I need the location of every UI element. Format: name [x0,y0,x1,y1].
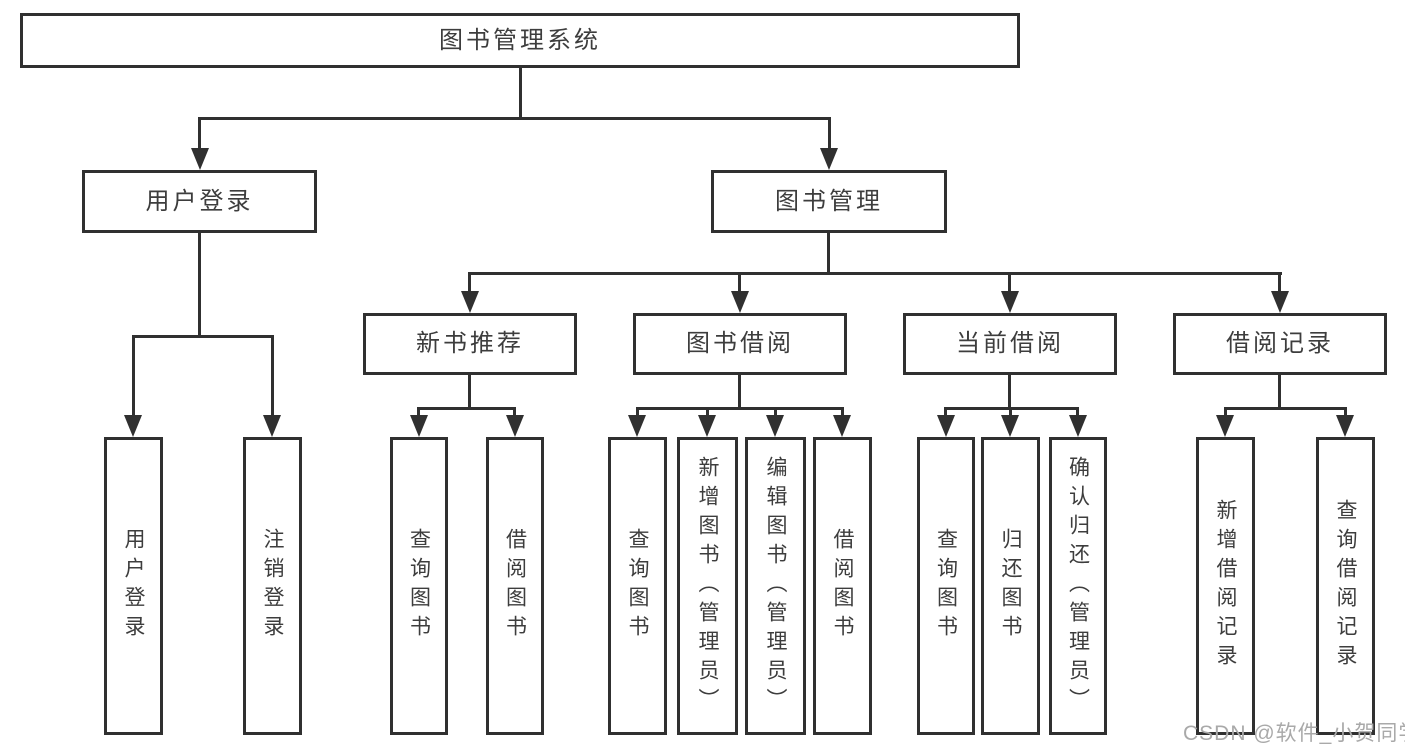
connector-user-login-stem [198,233,201,338]
leaf-borrow-query: 查询图书 [608,437,667,735]
connector-current-drop-1 [944,407,947,417]
node-current-borrow: 当前借阅 [903,313,1117,375]
connector-records-stem [1278,375,1281,409]
leaf-newbook-borrow: 借阅图书 [486,437,544,735]
leaf-records-add-label: 新增借阅记录 [1214,499,1238,673]
node-new-book-recommend: 新书推荐 [363,313,577,375]
leaf-borrow-add-admin: 新增图书（管理员） [677,437,738,735]
node-user-login-label: 用户登录 [145,187,254,215]
connector-current-drop-2 [1009,407,1012,417]
arrowhead-leaf-user-login [124,415,142,437]
arrowhead-book-mgmt [820,148,838,170]
leaf-borrow-borrow-label: 借阅图书 [831,528,855,644]
leaf-records-query: 查询借阅记录 [1316,437,1375,735]
connector-root-drop-left [198,117,201,150]
node-book-borrow-label: 图书借阅 [686,330,794,357]
node-root-label: 图书管理系统 [439,26,601,54]
node-borrow-records: 借阅记录 [1173,313,1387,375]
leaf-newbook-query: 查询图书 [390,437,448,735]
csdn-watermark: CSDN @软件_小贺同学 [1183,722,1405,745]
leaf-borrow-query-label: 查询图书 [626,528,650,644]
connector-book-borrow-drop-1 [636,407,639,417]
leaf-current-query: 查询图书 [917,437,975,735]
node-borrow-records-label: 借阅记录 [1226,330,1334,357]
leaf-newbook-borrow-label: 借阅图书 [503,528,527,644]
leaf-current-query-label: 查询图书 [934,528,958,644]
connector-new-book-rail [417,407,516,410]
leaf-borrow-edit-admin-label: 编辑图书（管理员） [764,455,788,717]
leaf-borrow-edit-admin: 编辑图书（管理员） [745,437,806,735]
connector-book-mgmt-drop-2 [738,272,741,293]
arrowhead-current-return [1001,415,1019,437]
connector-book-mgmt-drop-4 [1278,272,1281,293]
connector-book-borrow-drop-2 [706,407,709,417]
leaf-current-return: 归还图书 [981,437,1040,735]
node-book-mgmt: 图书管理 [711,170,947,233]
connector-new-book-stem [468,375,471,409]
arrowhead-current-borrow [1001,291,1019,313]
node-current-borrow-label: 当前借阅 [956,330,1064,357]
leaf-current-return-label: 归还图书 [999,528,1023,644]
connector-book-mgmt-drop-3 [1008,272,1011,293]
node-root-system: 图书管理系统 [20,13,1020,68]
connector-book-mgmt-rail [468,272,1282,275]
connector-new-book-drop-1 [417,407,420,417]
arrowhead-records-query [1336,415,1354,437]
connector-user-login-rail [132,335,274,338]
arrowhead-newbook-borrow [506,415,524,437]
connector-root-drop-right [828,117,831,150]
arrowhead-user-login [191,148,209,170]
leaf-current-confirm-admin-label: 确认归还（管理员） [1066,455,1090,717]
leaf-records-query-label: 查询借阅记录 [1334,499,1358,673]
connector-records-drop-2 [1344,407,1347,417]
arrowhead-book-borrow [731,291,749,313]
connector-book-borrow-drop-3 [774,407,777,417]
arrowhead-borrow-edit [766,415,784,437]
leaf-newbook-query-label: 查询图书 [407,528,431,644]
connector-root-stem [519,68,522,120]
arrowhead-current-query [937,415,955,437]
arrowhead-newbook-query [410,415,428,437]
arrowhead-borrow-add [698,415,716,437]
connector-user-login-drop-1 [132,335,135,417]
arrowhead-current-confirm [1069,415,1087,437]
node-book-mgmt-label: 图书管理 [775,187,883,215]
leaf-borrow-add-admin-label: 新增图书（管理员） [696,455,720,717]
arrowhead-borrow-records [1271,291,1289,313]
leaf-user-login: 用户登录 [104,437,163,735]
arrowhead-borrow-borrow [833,415,851,437]
leaf-logout-label: 注销登录 [261,528,285,644]
connector-book-mgmt-stem [827,233,830,275]
arrowhead-records-add [1216,415,1234,437]
leaf-borrow-borrow: 借阅图书 [813,437,872,735]
node-book-borrow: 图书借阅 [633,313,847,375]
arrowhead-borrow-query [628,415,646,437]
connector-book-borrow-drop-4 [841,407,844,417]
leaf-records-add: 新增借阅记录 [1196,437,1255,735]
connector-user-login-drop-2 [271,335,274,417]
node-user-login: 用户登录 [82,170,317,233]
connector-records-drop-1 [1224,407,1227,417]
arrowhead-leaf-logout [263,415,281,437]
arrowhead-new-book [461,291,479,313]
leaf-user-login-label: 用户登录 [122,528,146,644]
connector-new-book-drop-2 [513,407,516,417]
connector-current-stem [1008,375,1011,409]
node-new-book-label: 新书推荐 [416,330,524,357]
connector-records-rail [1224,407,1347,410]
leaf-current-confirm-admin: 确认归还（管理员） [1049,437,1107,735]
connector-book-borrow-stem [738,375,741,409]
leaf-logout: 注销登录 [243,437,302,735]
connector-book-mgmt-drop-1 [468,272,471,293]
connector-root-rail [198,117,831,120]
connector-current-drop-3 [1076,407,1079,417]
connector-book-borrow-rail [636,407,844,410]
